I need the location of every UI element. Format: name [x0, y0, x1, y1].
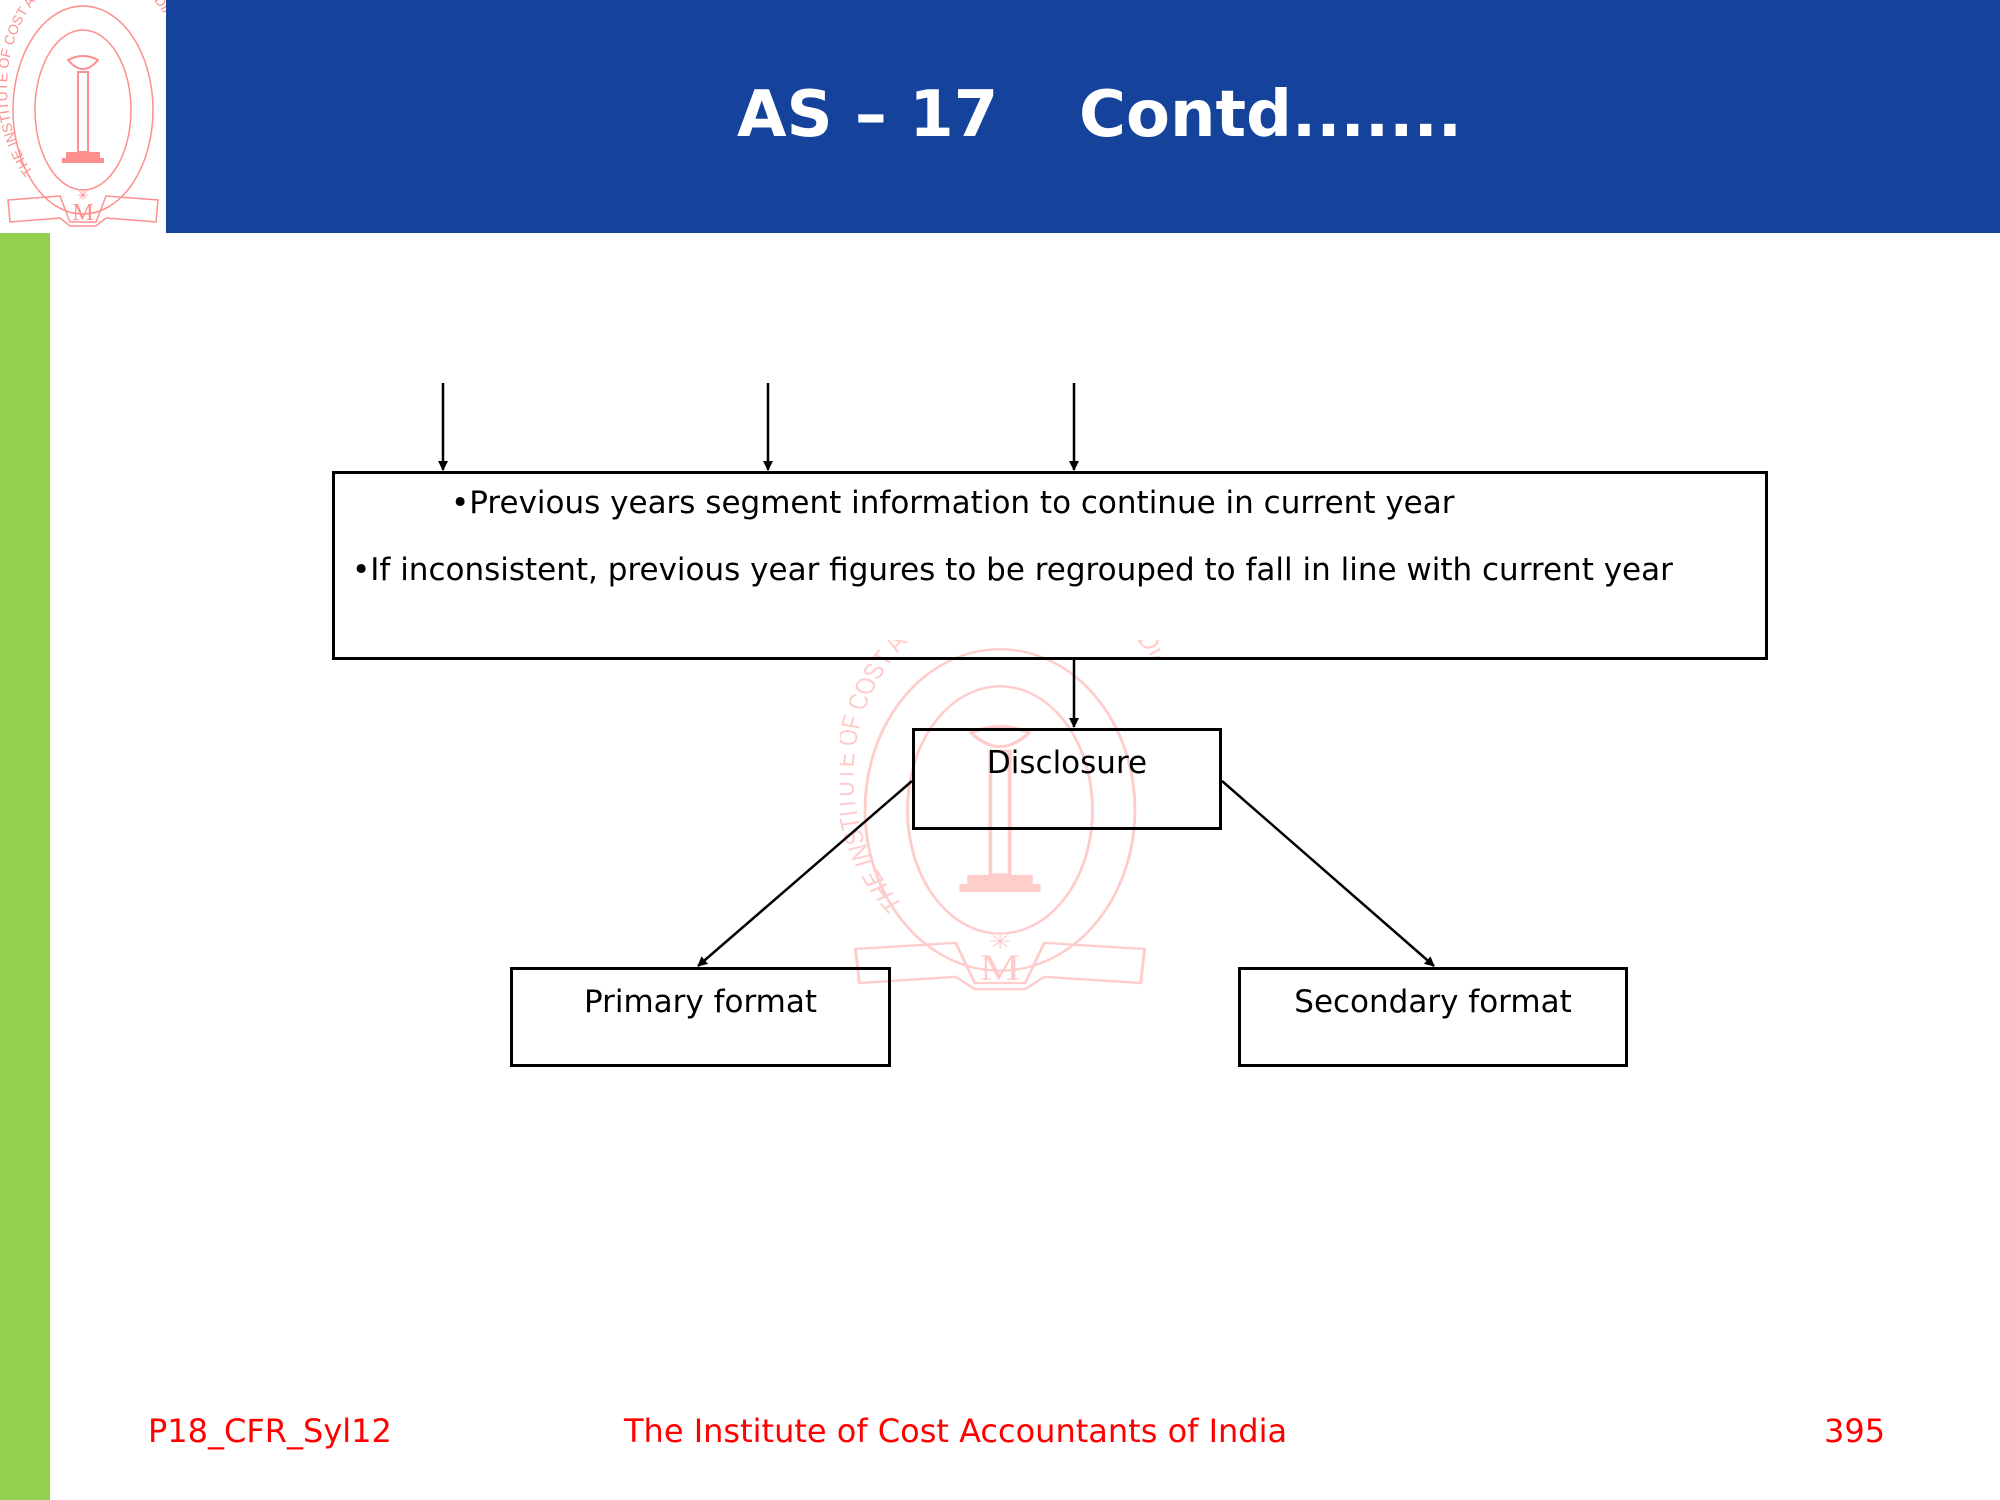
disclosure-label: Disclosure — [986, 745, 1148, 781]
slide-title: AS – 17 — [737, 78, 999, 152]
arrow-to-secondary — [1221, 780, 1435, 967]
secondary-format-label: Secondary format — [1294, 984, 1572, 1020]
slide-title-contd: Contd....... — [1079, 78, 1463, 152]
page-number: 395 — [1824, 1412, 1886, 1450]
footer-institute: The Institute of Cost Accountants of Ind… — [624, 1412, 1288, 1450]
arrow-to-primary — [697, 780, 913, 967]
primary-format-box: Primary format — [510, 967, 891, 1067]
disclosure-box: Disclosure — [912, 728, 1222, 830]
footer-code: P18_CFR_Syl12 — [148, 1412, 392, 1450]
slide-header — [166, 0, 2000, 233]
secondary-format-box: Secondary format — [1238, 967, 1628, 1067]
bullet-if-inconsistent: •If inconsistent, previous year figures … — [352, 552, 1673, 588]
segment-info-box — [332, 471, 1768, 660]
primary-format-label: Primary format — [583, 984, 818, 1020]
bullet-previous-years: •Previous years segment information to c… — [451, 485, 1455, 521]
accent-bar — [0, 233, 50, 1500]
